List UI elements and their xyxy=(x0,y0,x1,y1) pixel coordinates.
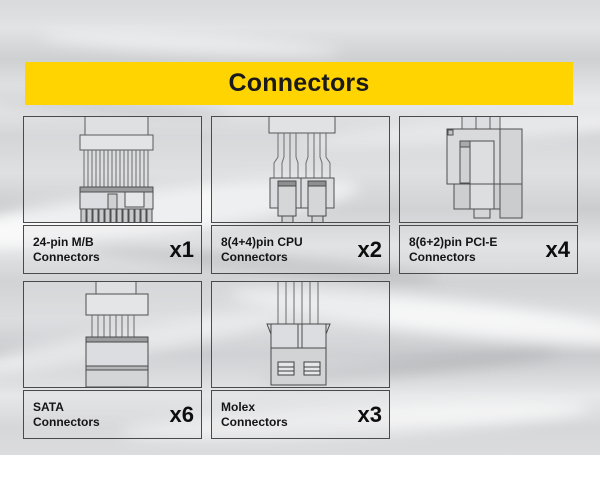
connector-image-8pin-cpu xyxy=(211,116,390,223)
connector-image-molex xyxy=(211,281,390,388)
connector-label-sata: SATA Connectors x6 xyxy=(23,390,202,439)
connector-name: 24-pin M/B Connectors xyxy=(33,234,100,264)
connector-image-sata xyxy=(23,281,202,388)
connector-quantity: x1 xyxy=(169,236,194,262)
connector-name: 8(4+4)pin CPU Connectors xyxy=(221,234,303,264)
8pin-pcie-connector-icon xyxy=(400,117,577,222)
bottom-white-strip xyxy=(0,455,600,500)
connector-card-molex[interactable]: Molex Connectors x3 xyxy=(211,281,390,439)
connector-label-24pin-mb: 24-pin M/B Connectors x1 xyxy=(23,225,202,274)
connector-quantity: x2 xyxy=(357,236,382,262)
24-pin-motherboard-connector-icon xyxy=(24,117,201,222)
connector-name: Molex Connectors xyxy=(221,399,288,429)
page-title: Connectors xyxy=(228,69,370,97)
connector-card-24pin-mb[interactable]: 24-pin M/B Connectors x1 xyxy=(23,116,202,274)
connector-image-8pin-pcie xyxy=(399,116,578,223)
connector-quantity: x3 xyxy=(357,401,382,427)
connector-card-8pin-pcie[interactable]: 8(6+2)pin PCI-E Connectors x4 xyxy=(399,116,578,274)
connector-label-8pin-cpu: 8(4+4)pin CPU Connectors x2 xyxy=(211,225,390,274)
connector-name: 8(6+2)pin PCI-E Connectors xyxy=(409,234,498,264)
connector-card-8pin-cpu[interactable]: 8(4+4)pin CPU Connectors x2 xyxy=(211,116,390,274)
connector-quantity: x4 xyxy=(545,236,570,262)
connector-label-8pin-pcie: 8(6+2)pin PCI-E Connectors x4 xyxy=(399,225,578,274)
sata-connector-icon xyxy=(24,282,201,387)
connector-card-sata[interactable]: SATA Connectors x6 xyxy=(23,281,202,439)
8pin-cpu-connector-icon xyxy=(212,117,389,222)
connector-image-24pin-mb xyxy=(23,116,202,223)
connector-label-molex: Molex Connectors x3 xyxy=(211,390,390,439)
molex-connector-icon xyxy=(212,282,389,387)
connector-name: SATA Connectors xyxy=(33,399,100,429)
connector-quantity: x6 xyxy=(169,401,194,427)
title-banner: Connectors xyxy=(25,62,573,105)
